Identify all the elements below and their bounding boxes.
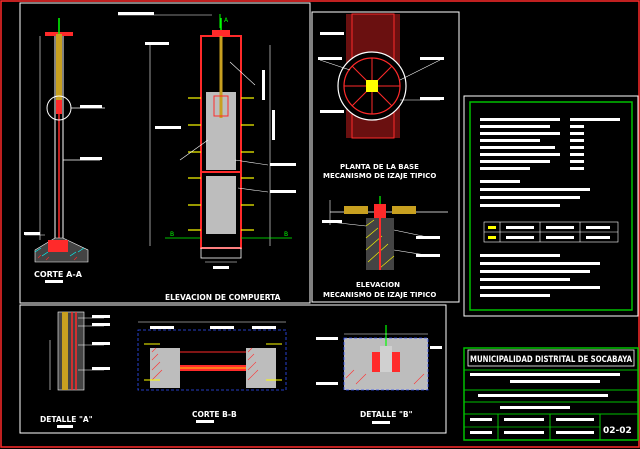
title-block-org: MUNICIPALIDAD DISTRITAL DE SOCABAYA — [470, 355, 632, 365]
title-block: MUNICIPALIDAD DISTRITAL DE SOCABAYA 02-0… — [463, 347, 639, 441]
corte-aa-drawing: CORTE A-A — [24, 18, 105, 283]
panel-detalles: DETALLE "A" CORTE B-B — [19, 304, 447, 434]
view-label-planta-base-1: PLANTA DE LA BASE — [340, 163, 419, 171]
notes-table — [483, 221, 619, 243]
view-label-corte-aa: CORTE A-A — [34, 270, 83, 279]
view-label-elevacion-compuerta: ELEVACION DE COMPUERTA — [165, 293, 281, 302]
section-mark-a-top: A — [224, 17, 229, 24]
section-mark-b-left: B — [170, 231, 174, 238]
elevacion-compuerta-drawing: B B ELEVACION DE COMPUERTA — [145, 18, 296, 302]
sheet-number: 02-02 — [603, 426, 632, 436]
notes-panel — [463, 95, 639, 317]
planta-base-drawing: PLANTA DE LA BASE MECANISMO DE IZAJE TIP… — [318, 13, 444, 180]
view-label-detalle-a: DETALLE "A" — [40, 415, 93, 424]
view-label-corte-bb: CORTE B-B — [192, 410, 237, 419]
view-label-elevacion-2: MECANISMO DE IZAJE TIPICO — [323, 291, 436, 299]
notes-text-block — [480, 118, 620, 207]
view-label-elevacion-1: ELEVACION — [356, 281, 400, 289]
view-label-planta-base-2: MECANISMO DE IZAJE TIPICO — [323, 172, 436, 180]
view-label-detalle-b: DETALLE "B" — [360, 410, 413, 419]
elevacion-mecanismo-drawing: ELEVACION MECANISMO DE IZAJE TIPICO — [322, 196, 448, 299]
section-mark-b-right: B — [284, 231, 288, 238]
panel-mecanismo-izaje: PLANTA DE LA BASE MECANISMO DE IZAJE TIP… — [311, 11, 460, 303]
corte-bb-drawing: CORTE B-B — [137, 321, 287, 423]
detalle-a-drawing: DETALLE "A" — [40, 311, 110, 428]
panel-elevacion-compuerta: CORTE A-A A — [19, 2, 311, 304]
detalle-b-drawing: DETALLE "B" — [316, 325, 442, 424]
